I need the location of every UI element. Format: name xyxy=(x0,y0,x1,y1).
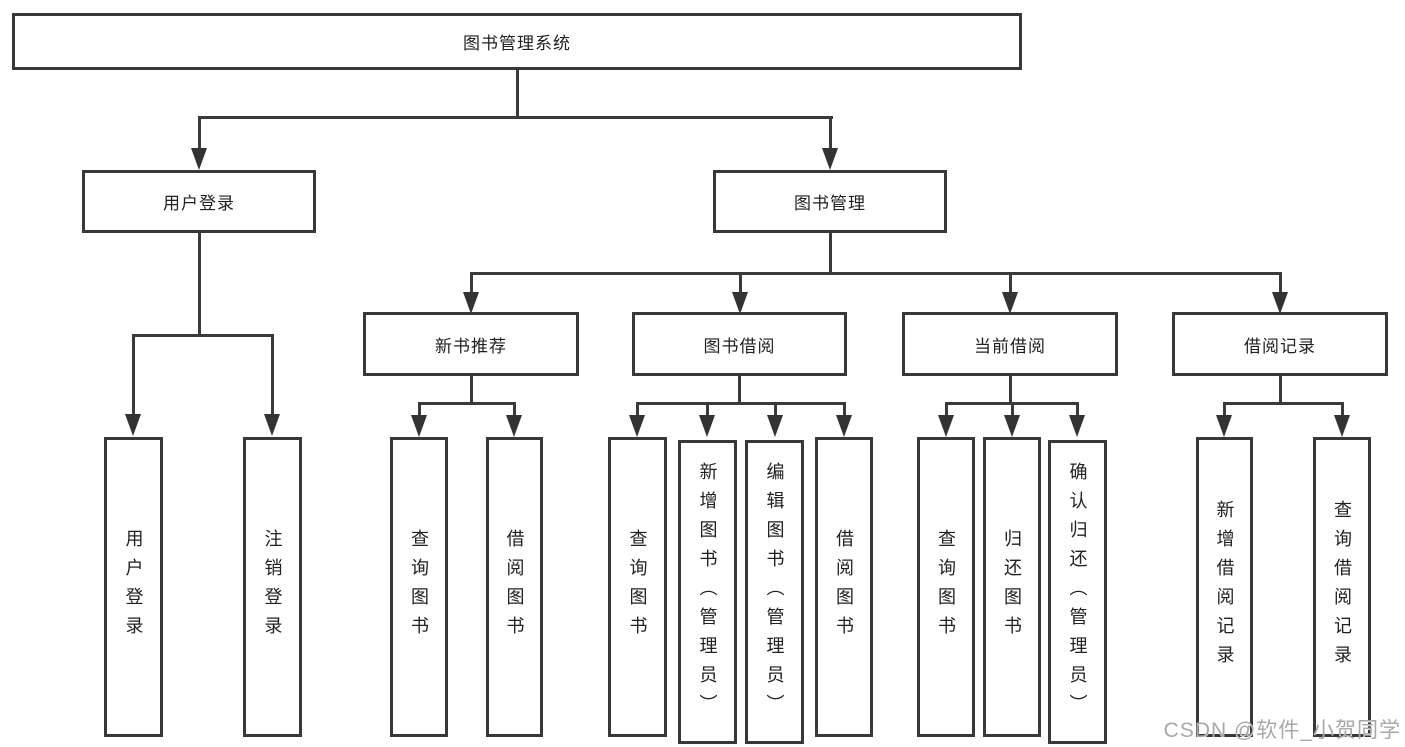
arrow-down-icon xyxy=(629,415,645,437)
leaf-query-book-3: 查询图书 xyxy=(917,437,975,737)
arrow-down-icon xyxy=(1334,415,1350,437)
connector-line xyxy=(1011,402,1014,418)
leaf-add-borrow-record: 新增借阅记录 xyxy=(1196,437,1253,737)
leaf-label: 归还图书 xyxy=(1002,529,1022,645)
node-label: 当前借阅 xyxy=(974,336,1046,356)
leaf-return-book: 归还图书 xyxy=(983,437,1041,737)
leaf-borrow-book-1: 借阅图书 xyxy=(486,437,543,737)
node-book-management: 图书管理 xyxy=(713,170,947,233)
node-borrowing-records: 借阅记录 xyxy=(1172,312,1388,376)
arrow-down-icon xyxy=(411,415,427,437)
leaf-label: 查询图书 xyxy=(409,529,429,645)
leaf-label: 查询借阅记录 xyxy=(1332,500,1352,674)
arrow-down-icon xyxy=(264,414,280,436)
connector-line xyxy=(774,402,777,418)
arrow-down-icon xyxy=(767,415,783,437)
leaf-label: 用户登录 xyxy=(123,529,144,645)
node-current-borrowing: 当前借阅 xyxy=(902,312,1118,376)
connector-line xyxy=(1279,272,1282,294)
connector-line xyxy=(1076,402,1079,418)
leaf-label: 新增借阅记录 xyxy=(1214,500,1235,674)
connector-line xyxy=(132,334,135,416)
connector-line xyxy=(198,233,201,336)
leaf-label: 新增图书（管理员） xyxy=(697,461,718,723)
connector-line xyxy=(636,402,845,405)
node-user-login: 用户登录 xyxy=(82,170,316,233)
arrow-down-icon xyxy=(699,415,715,437)
node-label: 图书管理 xyxy=(794,194,866,213)
connector-line xyxy=(132,334,274,337)
connector-line xyxy=(198,116,201,150)
arrow-down-icon xyxy=(1004,415,1020,437)
leaf-label: 查询图书 xyxy=(627,529,648,645)
arrow-down-icon xyxy=(1002,292,1018,314)
node-library-management-system: 图书管理系统 xyxy=(12,13,1022,70)
leaf-label: 借阅图书 xyxy=(504,529,525,645)
leaf-label: 借阅图书 xyxy=(834,529,854,645)
arrow-down-icon xyxy=(191,148,207,170)
connector-line xyxy=(470,272,1282,275)
arrow-down-icon xyxy=(506,415,522,437)
connector-line xyxy=(470,272,473,294)
node-new-book-recommendation: 新书推荐 xyxy=(363,312,579,376)
leaf-label: 注销登录 xyxy=(262,529,283,645)
arrow-down-icon xyxy=(1069,415,1085,437)
node-label: 借阅记录 xyxy=(1244,336,1316,356)
arrow-down-icon xyxy=(1272,292,1288,314)
csdn-watermark: CSDN @软件_小贺同学 xyxy=(1163,719,1401,742)
leaf-confirm-return-admin: 确认归还（管理员） xyxy=(1048,440,1107,744)
connector-line xyxy=(1009,376,1012,404)
connector-line xyxy=(829,233,832,274)
node-label: 新书推荐 xyxy=(435,336,507,356)
connector-line xyxy=(829,116,832,150)
connector-line xyxy=(843,402,846,418)
leaf-logout: 注销登录 xyxy=(243,437,302,737)
connector-line xyxy=(706,402,709,418)
arrow-down-icon xyxy=(1216,415,1232,437)
connector-line xyxy=(1223,402,1344,405)
connector-line xyxy=(418,402,516,405)
connector-line xyxy=(418,402,421,418)
leaf-query-book-2: 查询图书 xyxy=(608,437,667,737)
connector-line xyxy=(739,272,742,294)
connector-line xyxy=(1223,402,1226,418)
node-label: 图书借阅 xyxy=(703,336,776,356)
arrow-down-icon xyxy=(938,415,954,437)
connector-line xyxy=(470,376,473,404)
connector-line xyxy=(1341,402,1344,418)
arrow-down-icon xyxy=(732,292,748,314)
connector-line xyxy=(945,402,948,418)
arrow-down-icon xyxy=(836,415,852,437)
leaf-label: 确认归还（管理员） xyxy=(1067,461,1088,723)
leaf-query-book-1: 查询图书 xyxy=(390,437,448,737)
leaf-edit-book-admin: 编辑图书（管理员） xyxy=(745,440,804,744)
node-book-borrowing: 图书借阅 xyxy=(632,312,847,376)
leaf-query-borrow-record: 查询借阅记录 xyxy=(1313,437,1371,737)
leaf-label: 查询图书 xyxy=(936,529,956,645)
arrow-down-icon xyxy=(822,148,838,170)
connector-line xyxy=(513,402,516,418)
connector-line xyxy=(1009,272,1012,294)
connector-line xyxy=(636,402,639,418)
connector-line xyxy=(738,376,741,404)
connector-line xyxy=(198,116,833,119)
leaf-user-login: 用户登录 xyxy=(104,437,163,737)
node-label: 图书管理系统 xyxy=(463,34,571,53)
leaf-borrow-book-2: 借阅图书 xyxy=(815,437,873,737)
connector-line xyxy=(271,334,274,416)
leaf-label: 编辑图书（管理员） xyxy=(764,461,785,723)
node-label: 用户登录 xyxy=(163,194,235,213)
connector-line xyxy=(1279,376,1282,404)
arrow-down-icon xyxy=(463,292,479,314)
leaf-add-book-admin: 新增图书（管理员） xyxy=(678,440,737,744)
connector-line xyxy=(516,70,519,118)
arrow-down-icon xyxy=(125,414,141,436)
